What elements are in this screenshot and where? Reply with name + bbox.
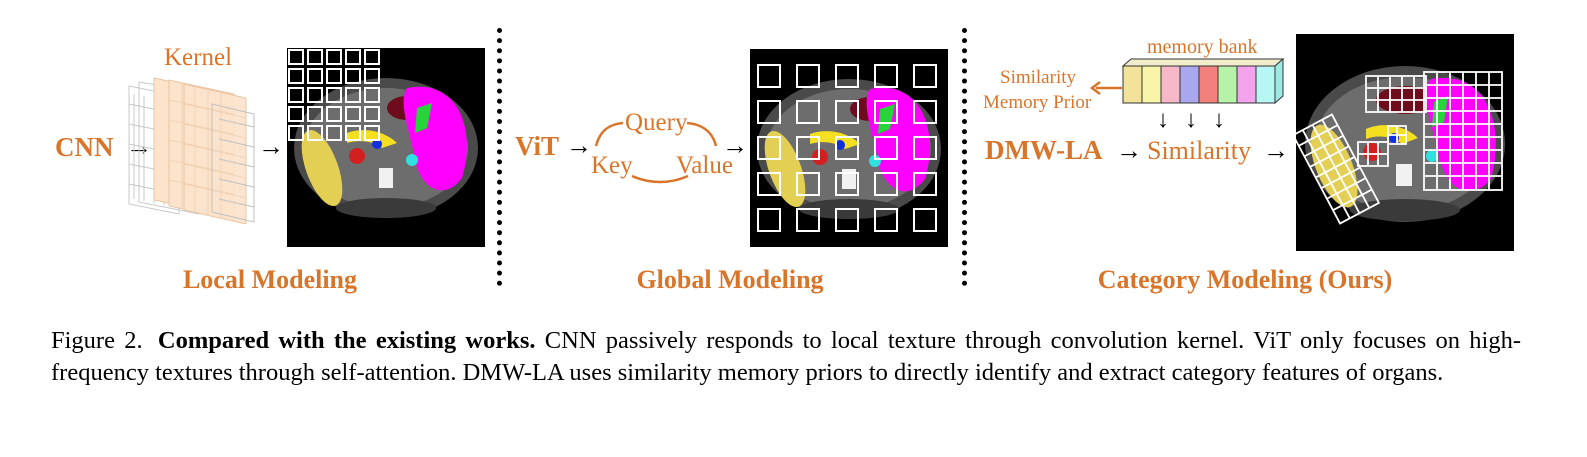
vit-label: ViT [515, 131, 560, 161]
down-arrow-3: ↓ [1213, 107, 1225, 133]
dmw-la-label: DMW-LA [985, 135, 1103, 165]
vit-arrow-in: → [566, 131, 592, 160]
dmw-arrow-out: → [1263, 136, 1289, 165]
cnn-label: CNN [55, 132, 114, 162]
key-label: Key [591, 152, 633, 179]
prior-arrow [1090, 81, 1122, 95]
value-label: Value [676, 152, 733, 179]
memory-bank-label: memory bank [1147, 36, 1258, 58]
global-modeling-title: Global Modeling [636, 265, 824, 294]
category-modeling-title: Category Modeling (Ours) [1097, 265, 1393, 294]
attention-arcs [594, 121, 718, 184]
query-label: Query [625, 109, 688, 136]
down-arrow-1: ↓ [1157, 107, 1169, 133]
similarity-memory-prior-line1: Similarity [1000, 67, 1076, 88]
caption-bold-text: Compared with the existing works. [157, 327, 536, 354]
vit-arrow-out: → [722, 131, 748, 160]
ct-scan-category [1296, 34, 1514, 251]
memory-bank-blocks [1121, 58, 1285, 105]
ct-scan-local [287, 48, 485, 247]
kernel-label: Kernel [164, 44, 233, 71]
cnn-arrow-out: → [258, 132, 284, 161]
caption-body: CNN passively responds to local texture … [51, 327, 1522, 386]
down-arrow-2: ↓ [1185, 107, 1197, 133]
kernel-stack-diagram [128, 77, 255, 224]
similarity-memory-prior-line2: Memory Prior [983, 92, 1092, 113]
dmw-arrow-in: → [1116, 136, 1142, 165]
ct-scan-global [750, 49, 948, 247]
divider-1 [497, 28, 502, 286]
local-modeling-title: Local Modeling [182, 265, 358, 294]
divider-2 [962, 28, 967, 286]
similarity-label: Similarity [1147, 136, 1251, 165]
figure-label: Figure 2. [51, 327, 143, 354]
figure-caption: Figure 2. Compared with the existing wor… [51, 325, 1521, 389]
